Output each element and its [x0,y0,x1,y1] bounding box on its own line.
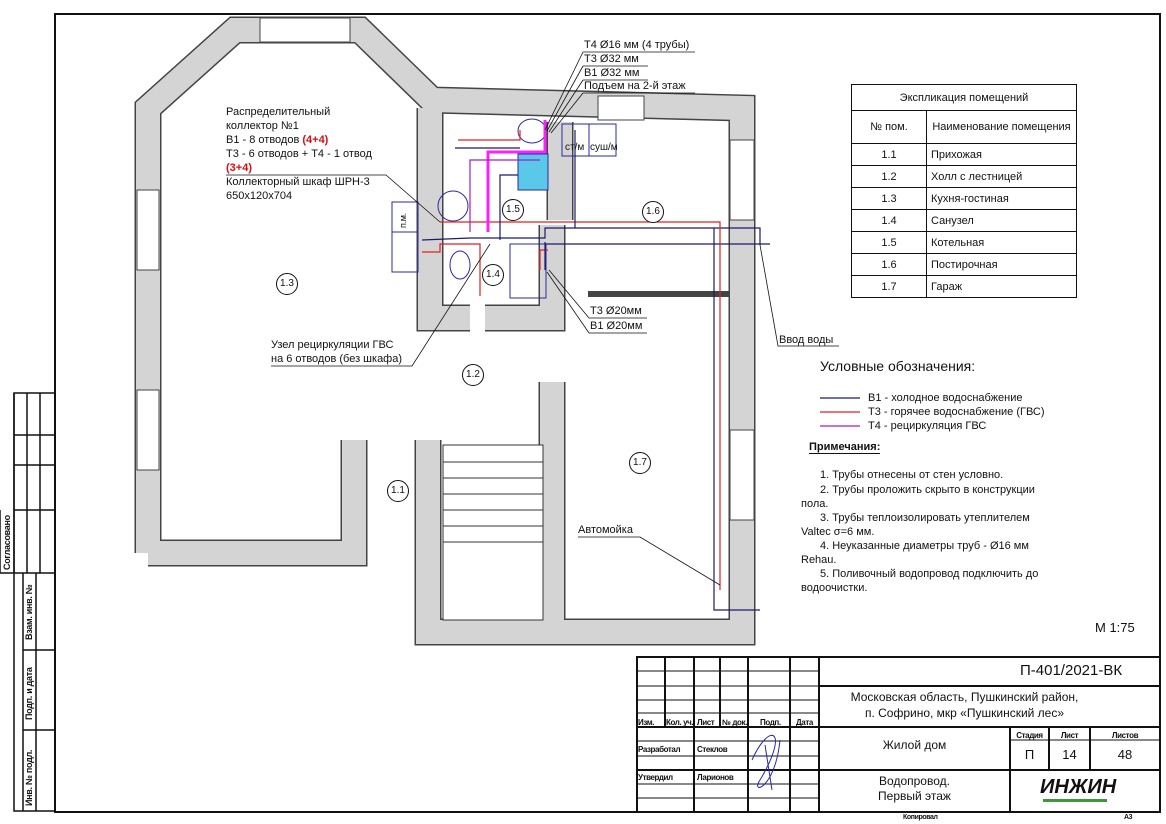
note-line: 5. Поливочный водопровод подключить до [820,568,1039,580]
logo-subtitle-bar [1043,799,1107,802]
leader-lines [226,51,839,586]
col-label: Дата [796,718,813,727]
col-label: Лист [697,718,715,727]
sign-date-label: Подп. и дата [24,667,34,720]
callout-line: Распределительный [226,106,331,118]
approved-label: Утвердил [638,773,673,782]
stage-label: Стадия [1016,731,1043,740]
building-name: Жилой дом [882,738,947,752]
developed-label: Разработал [638,745,681,754]
sheet-value: 14 [1062,747,1077,762]
note-line: Rehau. [801,554,837,566]
sheets-value: 48 [1117,747,1133,762]
callout-text: В1 - 8 отводов [226,134,300,146]
stage-value: П [1024,747,1035,762]
callout-line: 650х120х704 [226,190,293,202]
side-stamp-grid [0,392,56,812]
col-label: Кол. уч. [666,718,694,727]
callout-line: коллектор №1 [226,120,299,132]
legend-item: В1 - холодное водоснабжение [868,392,1023,404]
legend-item: Т3 - горячее водоснабжение (ГВС) [868,406,1045,418]
room-name: Постирочная [926,253,1077,276]
notes-title: Примечания: [809,441,881,454]
legend-title: Условные обозначения: [820,358,976,374]
col-label: Изм. [638,718,655,727]
scale-label: М 1:75 [1095,620,1135,635]
note-line: 3. Трубы теплоизолировать утеплителем [820,512,1030,524]
sheet-title: Водопровод. [879,774,950,788]
approved-name: Ларионов [697,773,734,782]
developed-name: Стеклов [697,745,728,754]
callout-line: Коллекторный шкаф ШРН-3 [226,176,370,188]
callout-count: (3+4) [226,162,252,174]
callout-line: Т4 Ø16 мм (4 трубы) [584,39,690,51]
room-marker: 1.2 [462,364,484,386]
note-line: 1. Трубы отнесены от стен условно. [820,469,1004,481]
room-marker: 1.7 [629,452,651,474]
room-explication-table: Экспликация помещений № пом.Наименование… [851,84,1077,298]
room-num: 1.1 [851,143,927,166]
washer-label: ст/м [565,142,585,153]
walls [134,16,756,646]
sheets-label: Листов [1111,731,1139,740]
address-line: Московская область, Пушкинский район, [850,690,1079,704]
room-num: 1.5 [851,231,927,254]
callout-line: В1 - 8 отводов (4+4) [226,134,328,147]
callout-line: В1 Ø32 мм [584,67,640,79]
room-marker: 1.6 [642,201,664,223]
room-name: Гараж [926,275,1077,298]
callout-line: Т3 - 6 отводов + Т4 - 1 отвод [226,148,372,160]
callout-line: Подъем на 2-й этаж [584,80,686,92]
col-label: Подп. [760,718,781,727]
carwash-label: Автомойка [578,524,633,536]
bath-t3-label: Т3 Ø20мм [590,305,642,317]
sheet-label: Лист [1060,731,1079,740]
room-num: 1.4 [851,209,927,232]
note-line: пола. [801,498,829,510]
note-line: водоочистки. [801,582,868,594]
company-logo: ИНЖИН [1040,776,1117,798]
bath-b1-label: В1 Ø20мм [590,320,643,332]
room-marker: 1.4 [482,264,504,286]
note-line: Valtec σ=6 мм. [801,526,875,538]
sheet-title: Первый этаж [878,789,951,803]
col-label: № док. [722,718,747,727]
recirc-label: Узел рециркуляции ГВС [271,339,394,351]
room-num: 1.6 [851,253,927,276]
water-inlet-label: Ввод воды [779,334,834,346]
copied-label: Копировал [903,814,938,821]
dryer-label: суш/м [590,142,618,153]
document-code: П-401/2021-ВК [1020,662,1123,679]
address-line: п. Софрино, мкр «Пушкинский лес» [864,706,1065,720]
legend-item: Т4 - рециркуляция ГВС [868,420,987,432]
pipes [421,120,770,611]
room-marker: 1.1 [387,480,409,502]
signature [751,734,781,791]
callout-line: Т3 Ø32 мм [584,53,639,65]
inv-label: Инв. № подл. [24,749,34,806]
callout-count: (4+4) [302,134,329,146]
title-block-frame [636,656,1161,813]
agreed-label: Согласовано [2,515,12,570]
replace-inv-label: Взам. инв. № [24,584,34,640]
recirc-label: на 6 отводов (без шкафа) [271,353,403,365]
stairs [442,444,544,621]
column-header: Наименование помещения [926,110,1077,144]
room-marker: 1.5 [502,199,524,221]
legend-lines [820,397,860,427]
format-label: А3 [1124,814,1133,821]
room-marker: 1.3 [276,273,298,295]
note-line: 4. Неуказанные диаметры труб - Ø16 мм [820,540,1029,552]
note-line: 2. Трубы проложить скрыто в конструкции [820,484,1035,496]
